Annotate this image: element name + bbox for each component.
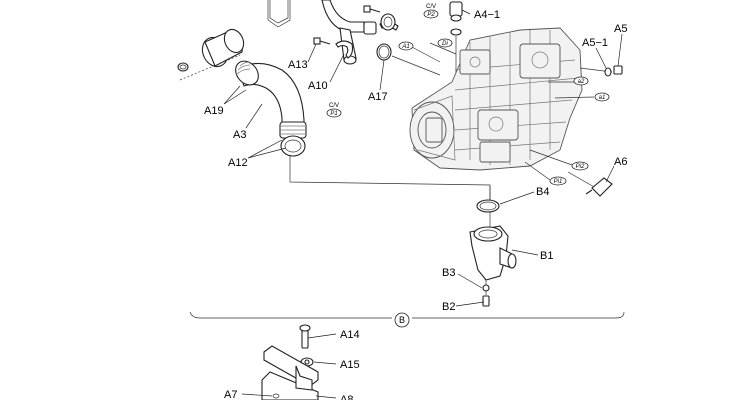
port-tag-p2 (423, 9, 439, 19)
label-a8: A8 (340, 394, 353, 400)
label-a14: A14 (340, 329, 360, 341)
port-tag-a1-lower (594, 92, 610, 102)
port-tag-di (437, 38, 453, 48)
suction-hose-a3 (235, 60, 491, 200)
port-tag-pi1 (549, 176, 567, 186)
label-b4: B4 (536, 186, 549, 198)
label-a4-1: A4−1 (474, 9, 500, 21)
hydraulic-pump (409, 27, 583, 171)
port-tag-pi2-text: Pi2 (576, 164, 585, 170)
port-tag-pi1-text: Pi1 (554, 179, 563, 185)
sensor-a6 (585, 177, 613, 197)
label-a19: A19 (204, 105, 224, 117)
port-tag-a2-text: a2 (578, 79, 585, 85)
label-a3: A3 (233, 129, 246, 141)
label-b1: B1 (540, 250, 553, 262)
label-a13: A13 (288, 59, 308, 71)
label-a7: A7 (224, 389, 237, 400)
hose-fittings-top (313, 0, 441, 76)
part-labels: A4−1 A5−1 A5 A6 A13 A10 A17 A19 A3 A12 B… (204, 9, 627, 405)
port-tag-pi2 (571, 161, 589, 171)
label-a17: A17 (368, 91, 388, 103)
section-marker-text: B (399, 315, 405, 325)
label-b2: B2 (442, 301, 455, 313)
port-tag-di-text: Di (442, 41, 448, 47)
port-tag-a1-text: A1 (401, 44, 409, 50)
section-marker-b (394, 312, 410, 328)
port-tags: A1 Di a2 a1 Pi2 Pi1 C/V P1 C/V P2 (326, 4, 610, 186)
port-tag-p1-text: P1 (330, 111, 337, 117)
port-elbow-b1 (469, 186, 517, 307)
cv-text-p1: C/V (329, 103, 339, 109)
fitting-a4-1 (449, 1, 463, 80)
port-tag-a2 (573, 76, 589, 86)
tank-outline (179, 0, 291, 81)
label-a10: A10 (308, 80, 328, 92)
label-a12: A12 (228, 157, 248, 169)
cv-text-p2: C/V (426, 4, 436, 10)
label-leaders (223, 9, 623, 399)
label-a6: A6 (614, 156, 627, 168)
port-tag-p2-text: P2 (427, 12, 435, 18)
fitting-a5 (604, 65, 623, 77)
port-tag-p1 (326, 108, 342, 118)
label-a15: A15 (340, 359, 360, 371)
port-leaders (409, 42, 613, 189)
label-b3: B3 (442, 267, 455, 279)
label-a5: A5 (614, 23, 627, 35)
label-a5-1: A5−1 (582, 37, 608, 49)
section-brace: B (189, 311, 625, 328)
bracket-assembly (261, 324, 319, 401)
suction-flange (177, 28, 245, 72)
port-tag-a1-lower-text: a1 (599, 95, 606, 101)
port-tag-a1 (398, 41, 414, 51)
